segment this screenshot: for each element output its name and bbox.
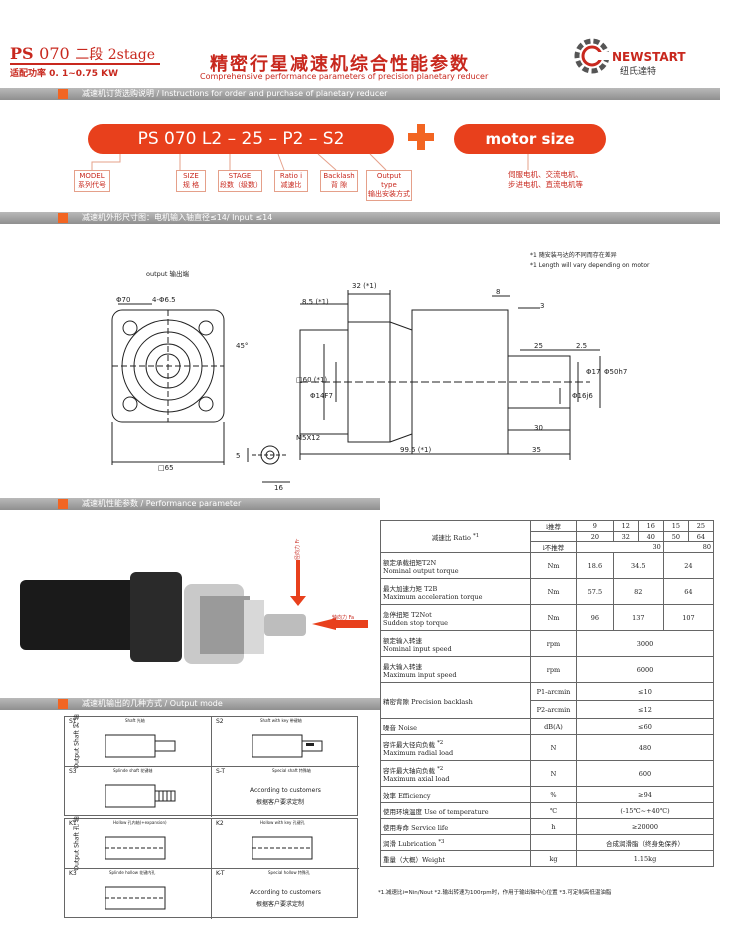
dim-phi70: Φ70 [116, 296, 131, 304]
dim-2-5: 2.5 [576, 342, 588, 350]
axial-force-label: 轴向力 Fa [332, 615, 355, 621]
output-end-label: output 输出端 [146, 270, 190, 278]
table-row: 精密背隙 Precision backlash P1-arcmin ≤10 [380, 682, 714, 719]
drawing-note-cn: *1 随安装马达的不同而存在差异 [530, 252, 617, 259]
dim-3: 3 [540, 302, 545, 310]
model-title: PS 070 二段 2stage [10, 44, 156, 63]
newstart-logo-icon [574, 38, 610, 74]
mode-s3: S3 Splinde shaft 花键轴 [65, 767, 212, 817]
title-underline [10, 63, 160, 65]
dim-17: Φ17 [586, 368, 601, 376]
dim-8: 8 [496, 288, 501, 296]
motor-size-pill: motor size [454, 124, 606, 154]
table-row: 效率 Efficiency % ≥94 [380, 786, 714, 803]
mode-s2: S2 Shaft with key 带键轴 [212, 717, 359, 767]
dim-holes: 4-Φ6.5 [152, 296, 176, 304]
code-connector-lines [91, 153, 529, 171]
page-title: 精密行星减速机综合性能参数 [210, 54, 470, 75]
output-modes-hollow: Output Shaft 孔 轴 K1 Hollow 孔内轴(+expansio… [64, 816, 359, 919]
dim-35: 35 [532, 446, 541, 454]
mode-kt: K-T Special hollow 特殊孔 According to cust… [216, 870, 321, 908]
mode-k3: K3 Splinde hollow 花键内孔 [65, 869, 212, 919]
mode-k2: K2 Hollow with key 孔键孔 [212, 819, 359, 869]
table-row: 噪音 Noise dB(A) ≤60 [380, 718, 714, 735]
logo-name: NEWSTART [612, 50, 686, 64]
dim-m5: M5X12 [296, 434, 321, 442]
ratio-header: 减速比 Ratio *1 [380, 520, 531, 553]
section-performance-bar: 减速机性能参数 / Performance parameter [0, 498, 380, 510]
dim-25: 25 [534, 342, 543, 350]
output-modes-solid: Output Shaft 实 轴 S1 Shaft 光轴 S2 Shaft wi… [64, 714, 359, 817]
section-output-mode-bar: 减速机输出的几种方式 / Output mode [0, 698, 380, 710]
table-footnote: *1.减速比i=Nin/Nout *2.输出转速为100rpm时，作用于输出轴中… [378, 890, 612, 896]
i-recommended: i推荐 [530, 520, 577, 532]
dim-30: 30 [534, 424, 543, 432]
table-row: 润滑 Lubrication *3 合成润滑脂（终身免保养） [380, 834, 714, 851]
dim-8-5: 8.5 (*1) [302, 298, 329, 306]
radial-force-label: 径向力 Fr [295, 538, 301, 560]
table-row: 使用寿命 Service life h ≥20000 [380, 818, 714, 835]
mode-k1: K1 Hollow 孔内轴(+expansion) [65, 819, 212, 869]
table-row: 重量（大概）Weight kg 1.15kg [380, 850, 714, 867]
dim-16: Φ16j6 [572, 392, 593, 400]
dim-32: 32 (*1) [352, 282, 377, 290]
mode-st: S-T Special shaft 特殊轴 According to custo… [216, 768, 321, 806]
logo-cn: 纽氏達特 [620, 67, 657, 77]
performance-table: 减速比 Ratio *1 i推荐 9 12 16 15 25 20 32 40 … [380, 520, 715, 867]
dim-50: Φ50h7 [604, 368, 628, 376]
section-dimensions-bar: 减速机外形尺寸图：电机输入轴直径≤14/ Input ≤14 [0, 212, 720, 224]
order-code-pill: PS 070 L2 – 25 – P2 – S2 [88, 124, 394, 154]
dimension-drawing [111, 290, 601, 483]
gearbox-photo [20, 560, 368, 664]
table-row: 使用环境温度 Use of temperature ℃ (-15℃~+40℃) [380, 802, 714, 819]
dim-angle: 45° [236, 342, 249, 350]
dim-14: Φ14F7 [310, 392, 333, 400]
dim-w16: 16 [274, 484, 283, 492]
power-range: 适配功率 0. 1~0.75 KW [10, 69, 118, 79]
dim-w5: 5 [236, 452, 241, 460]
motor-description: 伺服电机、交流电机、步进电机、直流电机等 [508, 170, 583, 189]
page-subtitle: Comprehensive performance parameters of … [200, 72, 489, 81]
dim-60: □60 (*1) [296, 376, 328, 384]
section-order-bar: 减速机订货选购说明 / Instructions for order and p… [0, 88, 720, 100]
drawing-note-en: *1 Length will vary depending on motor [530, 262, 650, 269]
dim-sq65: □65 [158, 464, 174, 472]
i-not-recommended: i不推荐 [530, 541, 577, 553]
dim-99-5: 99.5 (*1) [400, 446, 432, 454]
plus-icon [408, 124, 434, 150]
mode-s1: S1 Shaft 光轴 [65, 717, 212, 767]
